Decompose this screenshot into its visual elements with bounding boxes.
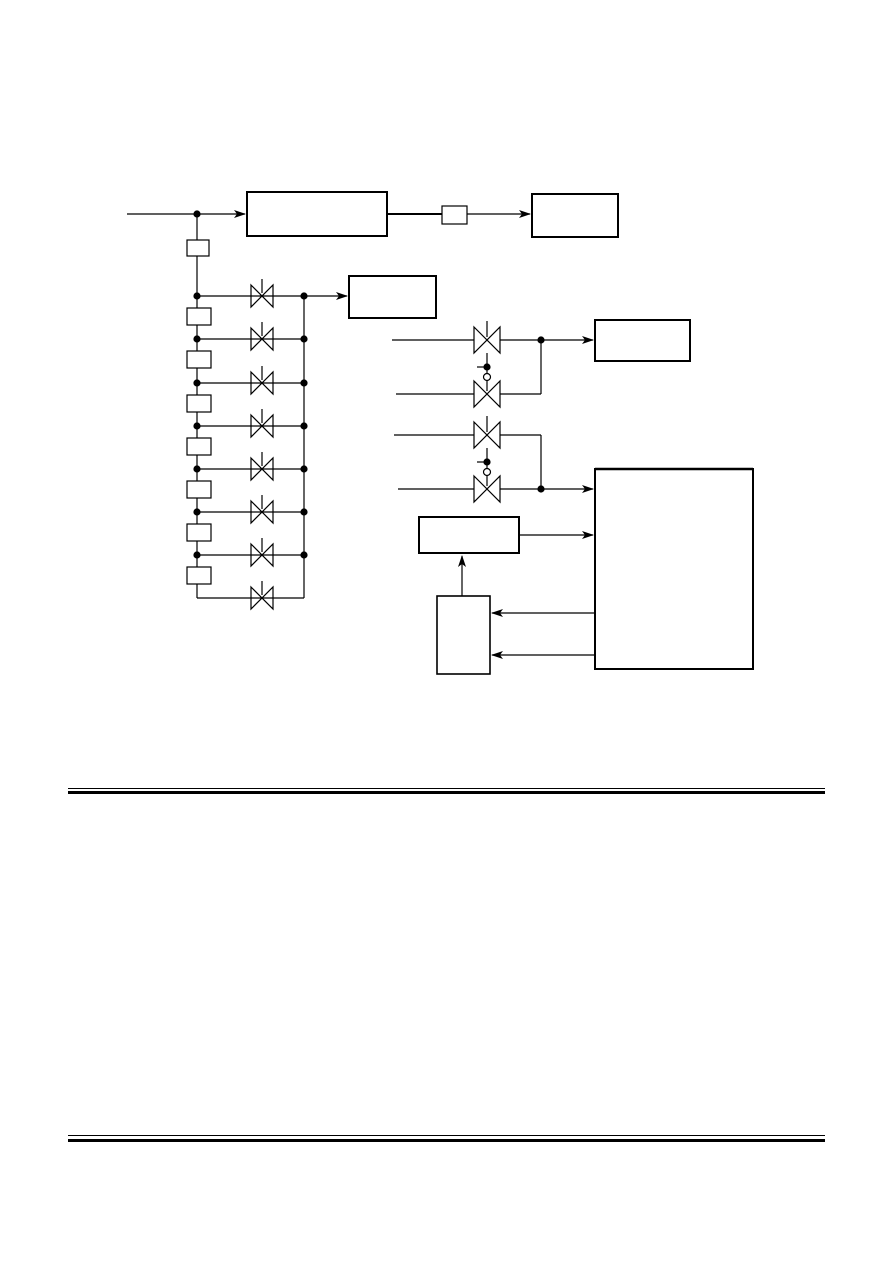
gate-body — [250, 370, 274, 396]
transmission-gate — [473, 416, 501, 450]
gate-body — [250, 456, 274, 482]
upper-rule-thick — [68, 791, 825, 794]
top-block — [246, 191, 388, 237]
mux-destination-block — [594, 319, 691, 362]
ladder-resistor — [186, 437, 212, 456]
transmission-gate — [250, 279, 274, 309]
transmission-gate — [250, 538, 274, 568]
lower-rule-thin — [68, 1135, 825, 1136]
gate-body — [250, 413, 274, 439]
gate-body — [473, 325, 501, 355]
gate-body — [250, 283, 274, 309]
transmission-gate — [250, 366, 274, 396]
junction-dot — [483, 458, 491, 466]
gate-body — [473, 379, 501, 409]
gate-body — [250, 326, 274, 352]
control-block — [418, 516, 520, 554]
gate-body — [250, 499, 274, 525]
transmission-gate — [250, 409, 274, 439]
middle-left-block — [348, 275, 437, 319]
ladder-resistor — [186, 480, 212, 499]
gate-body — [250, 542, 274, 568]
top-right-block — [531, 193, 619, 238]
transmission-gate — [250, 581, 274, 611]
small-buffer-box — [441, 205, 468, 225]
gate-bubble — [482, 467, 492, 477]
transmission-gate — [473, 372, 501, 409]
ladder-resistor — [186, 350, 212, 369]
ladder-resistor — [186, 239, 210, 257]
transmission-gate — [250, 495, 274, 525]
large-right-block — [594, 468, 754, 670]
gate-body — [473, 474, 501, 504]
gate-body — [473, 420, 501, 450]
ladder-resistor — [186, 394, 212, 413]
transmission-gate — [250, 322, 274, 352]
transmission-gate — [473, 321, 501, 355]
transmission-gate — [473, 467, 501, 504]
ladder-resistor — [186, 523, 212, 542]
junction-dot — [483, 363, 491, 371]
upper-rule-thin — [68, 788, 825, 789]
transmission-gate — [250, 452, 274, 482]
gate-bubble — [482, 372, 492, 382]
ladder-resistor — [186, 566, 212, 585]
lower-rule-thick — [68, 1139, 825, 1142]
tall-block — [436, 595, 491, 675]
gate-body — [250, 585, 274, 611]
ladder-resistor — [186, 307, 212, 326]
